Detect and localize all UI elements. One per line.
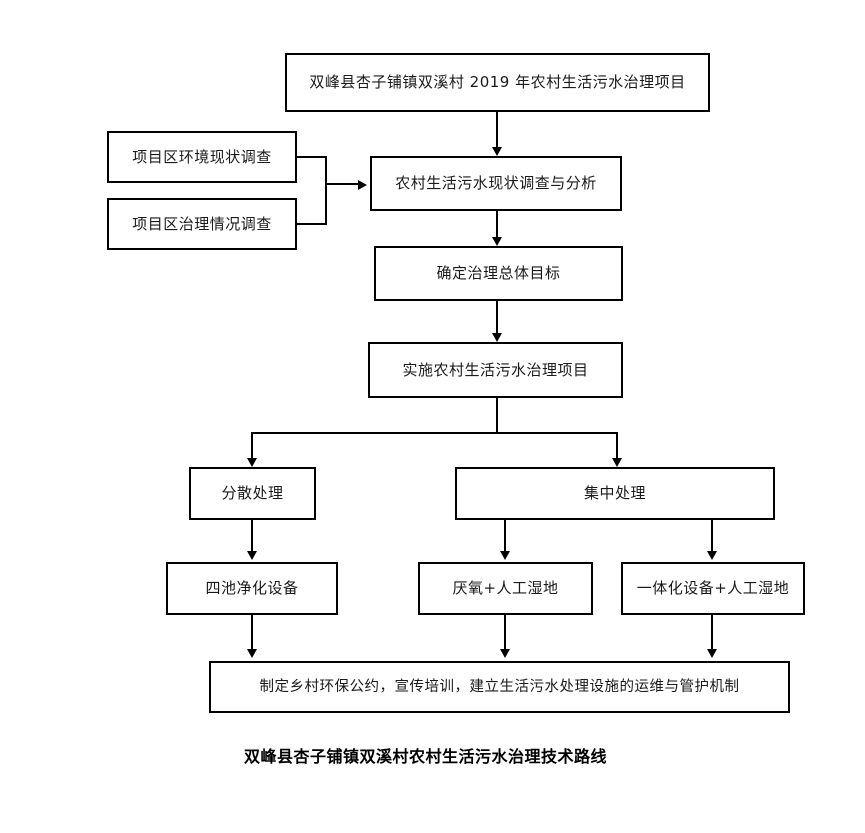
diagram-caption: 双峰县杏子铺镇双溪村农村生活污水治理技术路线 [244, 747, 608, 766]
connector-title-to-analysis [496, 112, 498, 150]
arrow-anaerobic-to-policy [500, 649, 510, 658]
node-treatment-survey[interactable]: 项目区治理情况调查 [107, 198, 297, 250]
node-project-title[interactable]: 双峰县杏子铺镇双溪村 2019 年农村生活污水治理项目 [285, 53, 710, 112]
node-decentralized[interactable]: 分散处理 [189, 467, 316, 520]
connector-survey-merge-vertical [325, 156, 327, 225]
connector-env-survey-out [297, 156, 327, 158]
arrow-analysis-to-goal [492, 237, 502, 246]
connector-split-left-down [251, 432, 253, 460]
node-centralized[interactable]: 集中处理 [455, 467, 775, 520]
arrow-split-to-centralized [612, 458, 622, 467]
connector-centralized-to-integrated [711, 520, 713, 553]
connector-implement-down [496, 398, 498, 433]
node-policy-mechanism[interactable]: 制定乡村环保公约，宣传培训，建立生活污水处理设施的运维与管护机制 [209, 661, 790, 713]
node-overall-goal[interactable]: 确定治理总体目标 [374, 246, 623, 301]
connector-split-right-down [616, 432, 618, 460]
arrow-goal-to-implement [492, 333, 502, 342]
arrow-integrated-to-policy [707, 649, 717, 658]
connector-integrated-to-policy [711, 615, 713, 651]
arrow-fourpond-to-policy [247, 649, 257, 658]
node-implement-project[interactable]: 实施农村生活污水治理项目 [368, 342, 623, 398]
connector-fourpond-to-policy [251, 615, 253, 651]
arrow-survey-to-analysis [358, 180, 367, 190]
arrow-decentralized-to-fourpond [247, 551, 257, 560]
arrow-centralized-to-integrated [707, 551, 717, 560]
node-integrated-wetland[interactable]: 一体化设备+人工湿地 [621, 562, 805, 615]
arrow-title-to-analysis [492, 147, 502, 156]
connector-centralized-to-anaerobic [504, 520, 506, 553]
node-status-analysis[interactable]: 农村生活污水现状调查与分析 [370, 156, 622, 211]
connector-analysis-to-goal [496, 211, 498, 239]
arrow-split-to-decentralized [247, 458, 257, 467]
node-anaerobic-wetland[interactable]: 厌氧+人工湿地 [418, 562, 593, 615]
connector-anaerobic-to-policy [504, 615, 506, 651]
connector-survey-merge-to-analysis [325, 183, 361, 185]
connector-goal-to-implement [496, 301, 498, 336]
connector-split-horizontal [251, 432, 618, 434]
connector-decentralized-to-fourpond [251, 520, 253, 553]
connector-treatment-survey-out [297, 223, 327, 225]
node-env-survey[interactable]: 项目区环境现状调查 [107, 131, 297, 183]
arrow-centralized-to-anaerobic [500, 551, 510, 560]
node-four-pond[interactable]: 四池净化设备 [166, 562, 338, 615]
